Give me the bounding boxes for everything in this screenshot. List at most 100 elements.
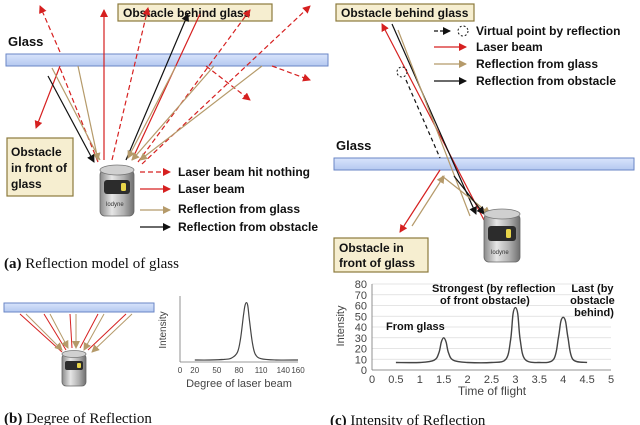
chart1-x-tick: 140 — [277, 366, 291, 375]
chart2-ylabel: Intensity — [335, 305, 347, 346]
ray-virtual — [405, 79, 441, 159]
obstacle-front-label: Obstacle in front of glass — [11, 145, 70, 191]
ray-hit-nothing — [59, 67, 99, 163]
ray-reflect-glass — [77, 65, 101, 161]
ray-hit-nothing — [271, 65, 311, 82]
chart1-x-tick: 110 — [255, 366, 268, 375]
chart2-x-tick: 1.5 — [436, 374, 451, 386]
legend-c-item-1: Laser beam — [476, 40, 543, 54]
chart2-x-tick: 2.5 — [484, 374, 499, 386]
chart2-x-tick: 4.5 — [579, 374, 594, 386]
ray-obstacle — [391, 23, 477, 215]
chart2-y-tick: 30 — [355, 333, 367, 345]
panel-c: Obstacle behind glass Glass Obstacle in … — [330, 3, 635, 425]
legend-c: Virtual point by reflection Laser beam R… — [434, 24, 620, 88]
caption-a: (a) Reflection model of glass — [4, 256, 179, 272]
obstacle-front-box — [6, 137, 74, 197]
chart-degree-of-reflection: Intensity Degree of laser beam 0 20 50 80 11… — [158, 296, 305, 390]
lidar-sensor-b — [61, 350, 87, 387]
chart2-y-tick: 0 — [361, 365, 367, 377]
legend-c-item-3: Reflection from obstacle — [476, 74, 616, 88]
chart-intensity-of-reflection: Intensity Time of flight 010203040506070… — [335, 279, 618, 398]
chart2-y-tick: 10 — [355, 354, 367, 366]
chart2-annotation-strongest: Strongest (by reflection of front obstac… — [432, 283, 559, 307]
ray-obstacle — [453, 175, 485, 215]
chart1-x-tick: 50 — [212, 366, 221, 375]
ray-reflect-glass — [411, 175, 445, 227]
obstacle-behind-label-c: Obstacle behind glass — [341, 6, 469, 20]
ray-reflect-glass — [139, 65, 263, 161]
chart2-annotation-last: Last (by obstacle behind) — [570, 283, 618, 319]
rays-c — [381, 23, 491, 233]
glass-pane-b — [3, 302, 155, 313]
glass-label: Glass — [8, 34, 43, 49]
ray-obstacle — [125, 13, 189, 161]
obstacle-behind-label: Obstacle behind glass — [123, 6, 251, 20]
ray-reflect-glass — [441, 175, 491, 215]
ray-reflect-glass — [127, 65, 177, 159]
chart2-x-tick: 3 — [512, 374, 518, 386]
chart2-y-tick: 20 — [355, 344, 367, 356]
ray-hit-nothing — [205, 65, 251, 101]
chart1-x-tick: 0 — [178, 366, 183, 375]
chart1-x-tick: 160 — [291, 366, 305, 375]
legend-a-item-1: Laser beam — [178, 182, 245, 196]
ray-reflect-glass — [397, 29, 471, 217]
obstacle-front-label-c: Obstacle in front of glass — [339, 241, 415, 270]
chart1-x-tick: 80 — [235, 366, 244, 375]
chart2-y-tick: 80 — [355, 279, 367, 291]
ray-hit-nothing — [111, 7, 151, 161]
ray-hit-nothing — [141, 5, 311, 165]
chart1-xlabel: Degree of laser beam — [186, 378, 292, 390]
chart2-xlabel: Time of flight — [458, 384, 527, 398]
legend-c-item-0: Virtual point by reflection — [476, 24, 620, 38]
panel-a: Glass Obstacle behind glass Obstacle in … — [4, 3, 329, 272]
chart2-series-line — [395, 306, 588, 364]
chart2-y-tick: 70 — [355, 290, 367, 302]
legend-a-item-2: Reflection from glass — [178, 202, 300, 216]
sensor-brand-label: lodyne — [106, 202, 124, 208]
chart2-y-tick: 40 — [355, 322, 367, 334]
glass-pane-c — [333, 157, 635, 171]
chart2-annotation-glass: From glass — [386, 321, 445, 333]
glass-label-c: Glass — [336, 138, 371, 153]
virtual-point-legend-icon — [457, 25, 469, 37]
chart2-x-tick: 0.5 — [388, 374, 403, 386]
caption-b: (b) Degree of Reflection — [4, 411, 152, 425]
chart2-x-tick: 2 — [465, 374, 471, 386]
lidar-sensor-c: lodyne — [483, 208, 521, 263]
legend-a: Laser beam hit nothing Laser beam Reflec… — [140, 165, 318, 234]
legend-a-item-3: Reflection from obstacle — [178, 220, 318, 234]
chart1-x-tick: 20 — [190, 366, 199, 375]
chart2-x-tick: 0 — [369, 374, 375, 386]
virtual-point-icon — [396, 66, 408, 78]
ray-hit-nothing — [39, 5, 61, 53]
obstacle-behind-box — [117, 3, 273, 22]
caption-c: (c) Intensity of Reflection — [330, 413, 486, 425]
chart1-series-line — [194, 301, 299, 361]
chart2-y-tick: 50 — [355, 311, 367, 323]
chart2-y-tick: 60 — [355, 301, 367, 313]
ray-reflect-glass — [51, 67, 101, 161]
lidar-sensor-a: lodyne — [99, 164, 135, 217]
ray-laser — [399, 169, 441, 233]
chart2-x-tick: 5 — [608, 374, 614, 386]
ray-obstacle — [47, 75, 95, 163]
ray-hit-nothing — [137, 9, 251, 163]
ray-laser — [131, 13, 201, 161]
chart1-ylabel: Intensity — [158, 311, 169, 348]
sensor-brand-label-c: lodyne — [491, 250, 509, 256]
legend-a-item-0: Laser beam hit nothing — [178, 165, 310, 179]
chart2-x-tick: 1 — [417, 374, 423, 386]
chart2-x-tick: 4 — [560, 374, 566, 386]
panel-b: Intensity Degree of laser beam 0 20 50 80 11… — [3, 296, 305, 425]
obstacle-front-box-c — [333, 237, 429, 273]
legend-c-item-2: Reflection from glass — [476, 57, 598, 71]
ray-reflect-glass — [131, 65, 215, 161]
obstacle-behind-box-c — [335, 3, 475, 22]
rays-b — [19, 313, 133, 353]
glass-pane — [5, 53, 329, 67]
rays-a — [34, 5, 311, 165]
